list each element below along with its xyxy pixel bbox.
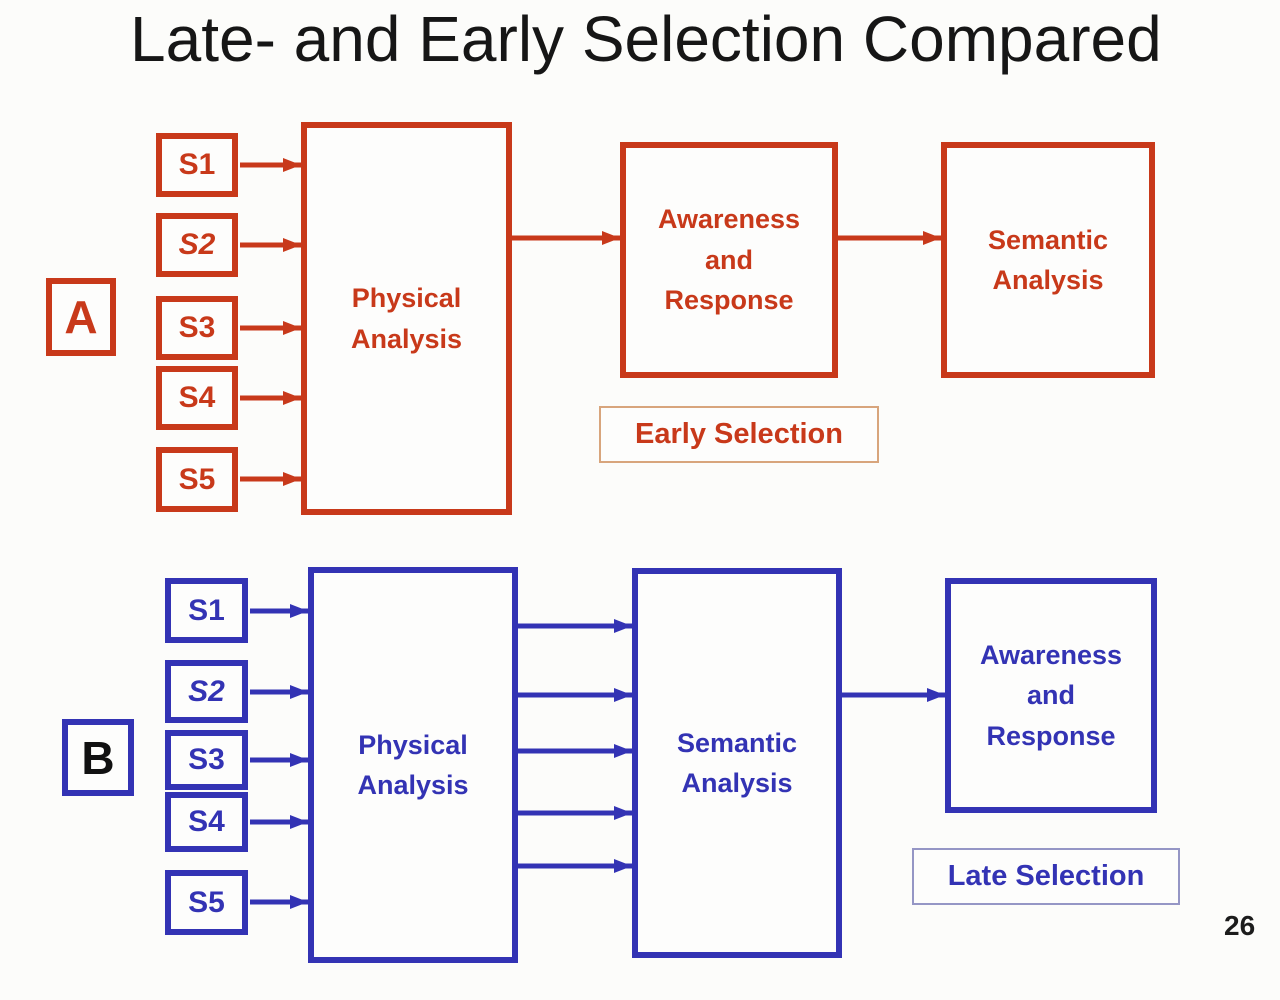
source-box-a-s2: S2 (156, 213, 238, 277)
source-box-b-s4: S4 (165, 792, 248, 852)
stage-label-a-physical-analysis: Physical Analysis (350, 283, 463, 354)
stage-label-b-awareness-response: Awareness and Response (979, 639, 1123, 751)
source-label-a-s5: S5 (178, 462, 216, 496)
source-label-b-s1: S1 (188, 593, 225, 627)
stage-box-b-semantic-analysis: Semantic Analysis (632, 568, 842, 958)
source-label-b-s3: S3 (188, 743, 225, 776)
stage-label-b-physical-analysis: Physical Analysis (357, 729, 469, 801)
late-selection-caption-text: Late Selection (947, 860, 1145, 892)
early-selection-caption: Early Selection (599, 406, 879, 463)
stage-box-b-physical-analysis: Physical Analysis (308, 567, 518, 963)
source-label-b-s2: S2 (188, 674, 225, 708)
source-box-a-s3: S3 (156, 296, 238, 360)
page-number: 26 (1224, 910, 1256, 941)
arrows-diagram-a (240, 158, 941, 486)
source-box-b-s5: S5 (165, 870, 248, 935)
diagram-a-label-box: A (46, 278, 116, 356)
source-box-b-s2: S2 (165, 660, 248, 723)
diagram-b-label: B (81, 731, 115, 784)
source-box-b-s3: S3 (165, 730, 248, 790)
source-label-b-s4: S4 (188, 805, 225, 838)
early-selection-caption-text: Early Selection (635, 418, 843, 450)
source-label-a-s1: S1 (178, 148, 216, 181)
slide-title: Late- and Early Selection Compared (130, 3, 1162, 75)
stage-label-a-semantic-analysis: Semantic Analysis (987, 224, 1109, 296)
source-label-a-s4: S4 (178, 381, 216, 414)
diagram-b-label-box: B (62, 719, 134, 796)
source-label-b-s5: S5 (188, 885, 225, 919)
stage-box-b-awareness-response: Awareness and Response (945, 578, 1157, 813)
source-box-a-s5: S5 (156, 447, 238, 512)
stage-label-b-semantic-analysis: Semantic Analysis (676, 727, 798, 799)
stage-box-a-physical-analysis: Physical Analysis (301, 122, 512, 515)
source-box-a-s4: S4 (156, 366, 238, 430)
source-label-a-s3: S3 (178, 311, 216, 344)
source-box-a-s1: S1 (156, 133, 238, 197)
arrows-diagram-b (250, 604, 945, 909)
source-box-b-s1: S1 (165, 578, 248, 643)
diagram-a-label: A (64, 291, 98, 343)
source-label-a-s2: S2 (178, 228, 216, 261)
stage-box-a-semantic-analysis: Semantic Analysis (941, 142, 1155, 378)
late-selection-caption: Late Selection (912, 848, 1180, 905)
stage-box-a-awareness-response: Awareness and Response (620, 142, 838, 378)
stage-label-a-awareness-response: Awareness and Response (657, 204, 801, 316)
